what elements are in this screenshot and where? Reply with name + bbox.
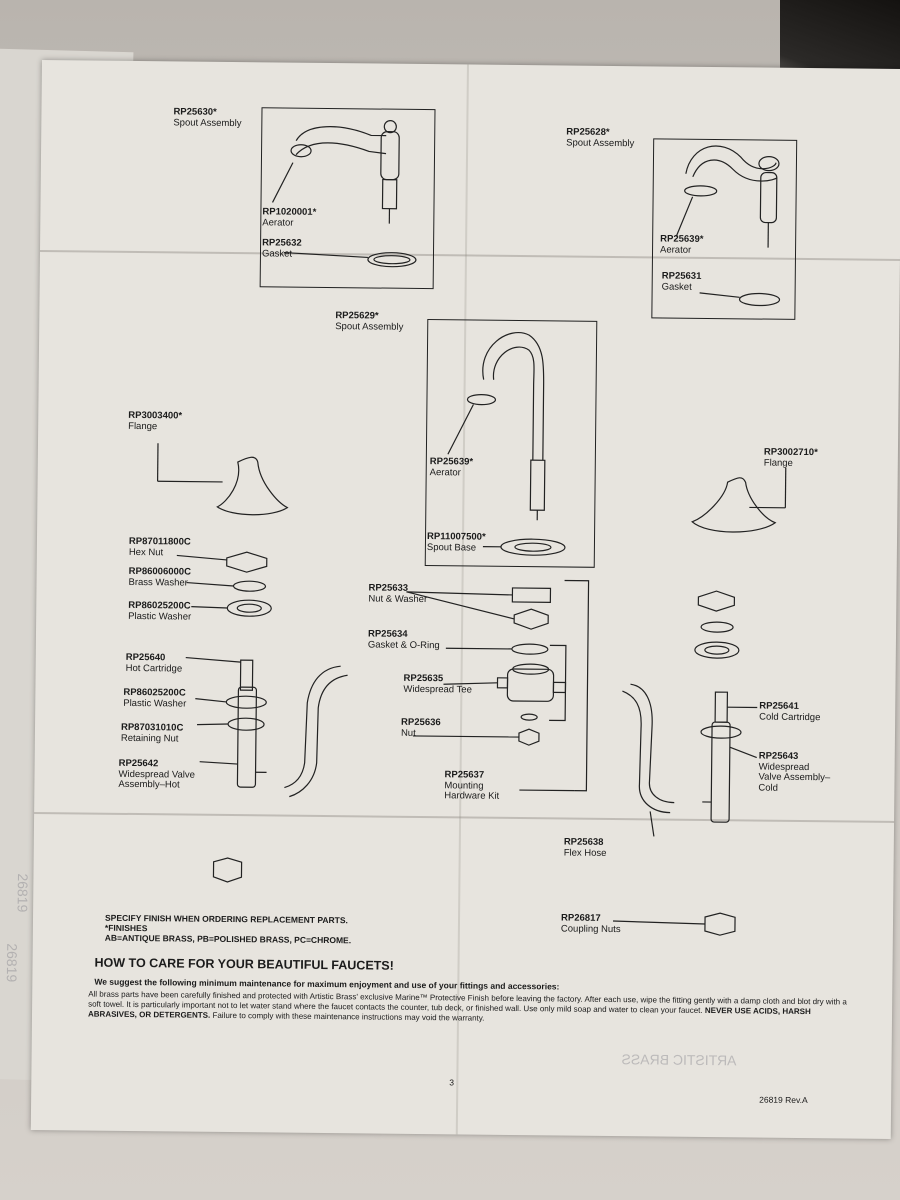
part-name: Spout Assembly [335, 320, 404, 333]
label-rp87011800c: RP87011800C Hex Nut [128, 536, 191, 559]
part-name: Cold [758, 782, 779, 794]
part-name: Plastic Washer [123, 697, 187, 710]
part-name: Retaining Nut [120, 732, 179, 744]
document-number: 26819 Rev.A [759, 1094, 808, 1106]
part-name: Gasket [261, 247, 293, 260]
label-rp25629: RP25629* Spout Assembly [335, 310, 404, 333]
label-rp26817: RP26817 Coupling Nuts [560, 912, 621, 935]
label-rp25641: RP25641 Cold Cartridge [759, 701, 821, 724]
part-name: Spout Assembly [566, 136, 635, 149]
cold-cartridge [715, 692, 727, 722]
hex-nut-left [227, 552, 267, 572]
hot-cartridge [240, 660, 252, 690]
show-through-number-2: 26819 [3, 943, 21, 983]
label-rp25628: RP25628* Spout Assembly [566, 126, 635, 149]
label-rp25638: RP25638 Flex Hose [563, 837, 607, 859]
label-rp11007500: RP11007500* Spout Base [426, 531, 486, 554]
part-name: Flange [763, 457, 793, 469]
part-name: Flange [128, 420, 158, 432]
label-rp87031010c: RP87031010C Retaining Nut [120, 722, 184, 745]
part-name: Hot Cartridge [125, 662, 183, 675]
part-name: Brass Washer [128, 576, 188, 589]
part-name: Spout Base [426, 541, 477, 554]
label-rp25642: RP25642 Widespread Valve Assembly–Hot [118, 758, 195, 791]
label-rp25634: RP25634 Gasket & O-Ring [367, 628, 440, 651]
show-through-number-1: 26819 [14, 873, 31, 913]
part-name: Aerator [262, 216, 294, 229]
exploded-parts-drawing [31, 60, 900, 1139]
part-name: Aerator [659, 243, 692, 256]
hex-nut-right [698, 591, 734, 611]
part-name: Nut [400, 727, 416, 739]
coupling-nut-left [213, 858, 241, 882]
spout-2-body [686, 146, 776, 175]
part-name: Aerator [429, 466, 461, 478]
part-name: Plastic Washer [128, 610, 192, 623]
part-name: Gasket [661, 281, 692, 293]
part-name: Hardware Kit [444, 790, 500, 802]
instruction-sheet: ARTISTIC BRASS 26819 26819 [4, 60, 900, 1139]
flange-right [692, 477, 776, 532]
page-number: 3 [449, 1077, 455, 1088]
label-rp25637: RP25637 Mounting Hardware Kit [444, 769, 500, 802]
flange-left [217, 457, 288, 515]
part-name: Coupling Nuts [560, 922, 621, 935]
part-name: Assembly–Hot [118, 778, 180, 791]
label-rp25640: RP25640 Hot Cartridge [125, 652, 183, 675]
label-rp25633: RP25633 Nut & Washer [368, 582, 428, 605]
label-rp25643: RP25643 Widespread Valve Assembly– Cold [758, 751, 830, 795]
part-name: Spout Assembly [173, 116, 242, 129]
label-rp25630: RP25630* Spout Assembly [173, 106, 242, 129]
label-rp86006000c: RP86006000C Brass Washer [128, 566, 191, 589]
label-rp1020001: RP1020001* Aerator [262, 206, 316, 229]
part-name: Widespread Tee [403, 683, 472, 696]
label-rp25636: RP25636 Nut [400, 717, 441, 739]
mounting-nut [512, 588, 550, 602]
label-rp3003400: RP3003400* Flange [128, 410, 182, 433]
part-name: Gasket & O-Ring [367, 638, 440, 651]
hot-valve-body [237, 687, 256, 787]
part-name: Hex Nut [128, 546, 164, 558]
label-rp25639-a: RP25639* Aerator [659, 233, 704, 256]
part-name: Flex Hose [563, 847, 607, 859]
maintenance-warranty-text: Failure to comply with these maintenance… [210, 1010, 485, 1023]
label-rp86025200c-a: RP86025200C Plastic Washer [128, 600, 192, 623]
flex-hose-left [284, 666, 340, 789]
spout-3-body [482, 332, 544, 460]
label-rp25632: RP25632 Gasket [261, 237, 302, 260]
flex-hose-right [629, 684, 675, 802]
label-rp3002710: RP3002710* Flange [763, 447, 818, 470]
part-name: Cold Cartridge [759, 711, 821, 723]
label-rp25635: RP25635 Widespread Tee [403, 673, 472, 696]
maintenance-soap-text: Use only mild soap and water to clean yo… [523, 1004, 705, 1015]
coupling-nut-right [705, 913, 735, 935]
cold-valve-body [711, 722, 730, 822]
spout-1-body [296, 126, 386, 141]
label-rp86025200c-b: RP86025200C Plastic Washer [123, 687, 187, 710]
finish-note: SPECIFY FINISH WHEN ORDERING REPLACEMENT… [105, 913, 352, 946]
label-rp25631: RP25631 Gasket [661, 271, 702, 293]
label-rp25639-b: RP25639* Aerator [429, 456, 474, 478]
part-name: Nut & Washer [368, 592, 428, 605]
